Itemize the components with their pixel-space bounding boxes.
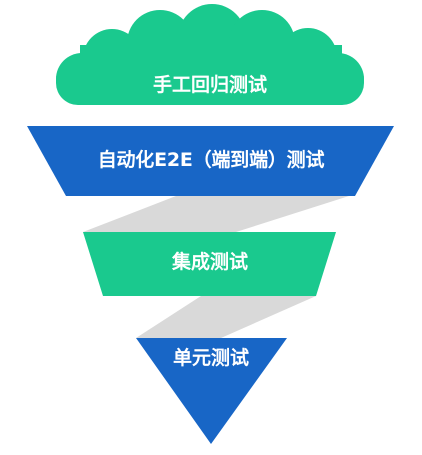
connector-ribbon-upper xyxy=(83,196,349,232)
level-label-manual-regression: 手工回归测试 xyxy=(152,74,267,96)
level-unit-shape xyxy=(136,338,287,444)
level-label-e2e: 自动化E2E（端到端）测试 xyxy=(97,149,325,171)
level-integration-shape xyxy=(83,232,336,296)
level-label-unit: 单元测试 xyxy=(172,347,249,369)
connector-ribbon-lower xyxy=(136,296,316,338)
level-label-integration: 集成测试 xyxy=(171,251,248,273)
level-cloud-shape xyxy=(56,4,364,105)
level-e2e-shape xyxy=(27,126,394,196)
